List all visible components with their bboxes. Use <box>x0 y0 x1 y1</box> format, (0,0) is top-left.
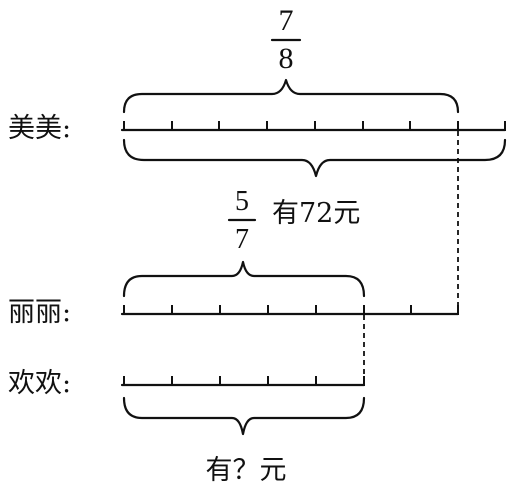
top-fraction-numerator: 7 <box>279 4 294 37</box>
lili-ticks <box>123 305 459 315</box>
huanhuan-lower-brace <box>122 396 366 436</box>
meimei-ticks <box>123 121 506 131</box>
huanhuan-label: 欢欢: <box>8 368 71 399</box>
lili-upper-brace <box>122 260 366 298</box>
huanhuan-ticks <box>123 376 365 386</box>
middle-fraction-denominator: 7 <box>235 224 249 255</box>
top-fraction-denominator: 8 <box>279 42 294 75</box>
huanhuan-amount-note: 有？元 <box>206 455 287 486</box>
meimei-lower-brace <box>122 138 507 178</box>
meimei-upper-brace <box>122 78 460 114</box>
lili-label: 丽丽: <box>8 297 71 328</box>
meimei-amount-note: 有72元 <box>272 198 360 229</box>
meimei-label: 美美: <box>8 113 71 144</box>
middle-fraction-numerator: 5 <box>235 186 249 217</box>
